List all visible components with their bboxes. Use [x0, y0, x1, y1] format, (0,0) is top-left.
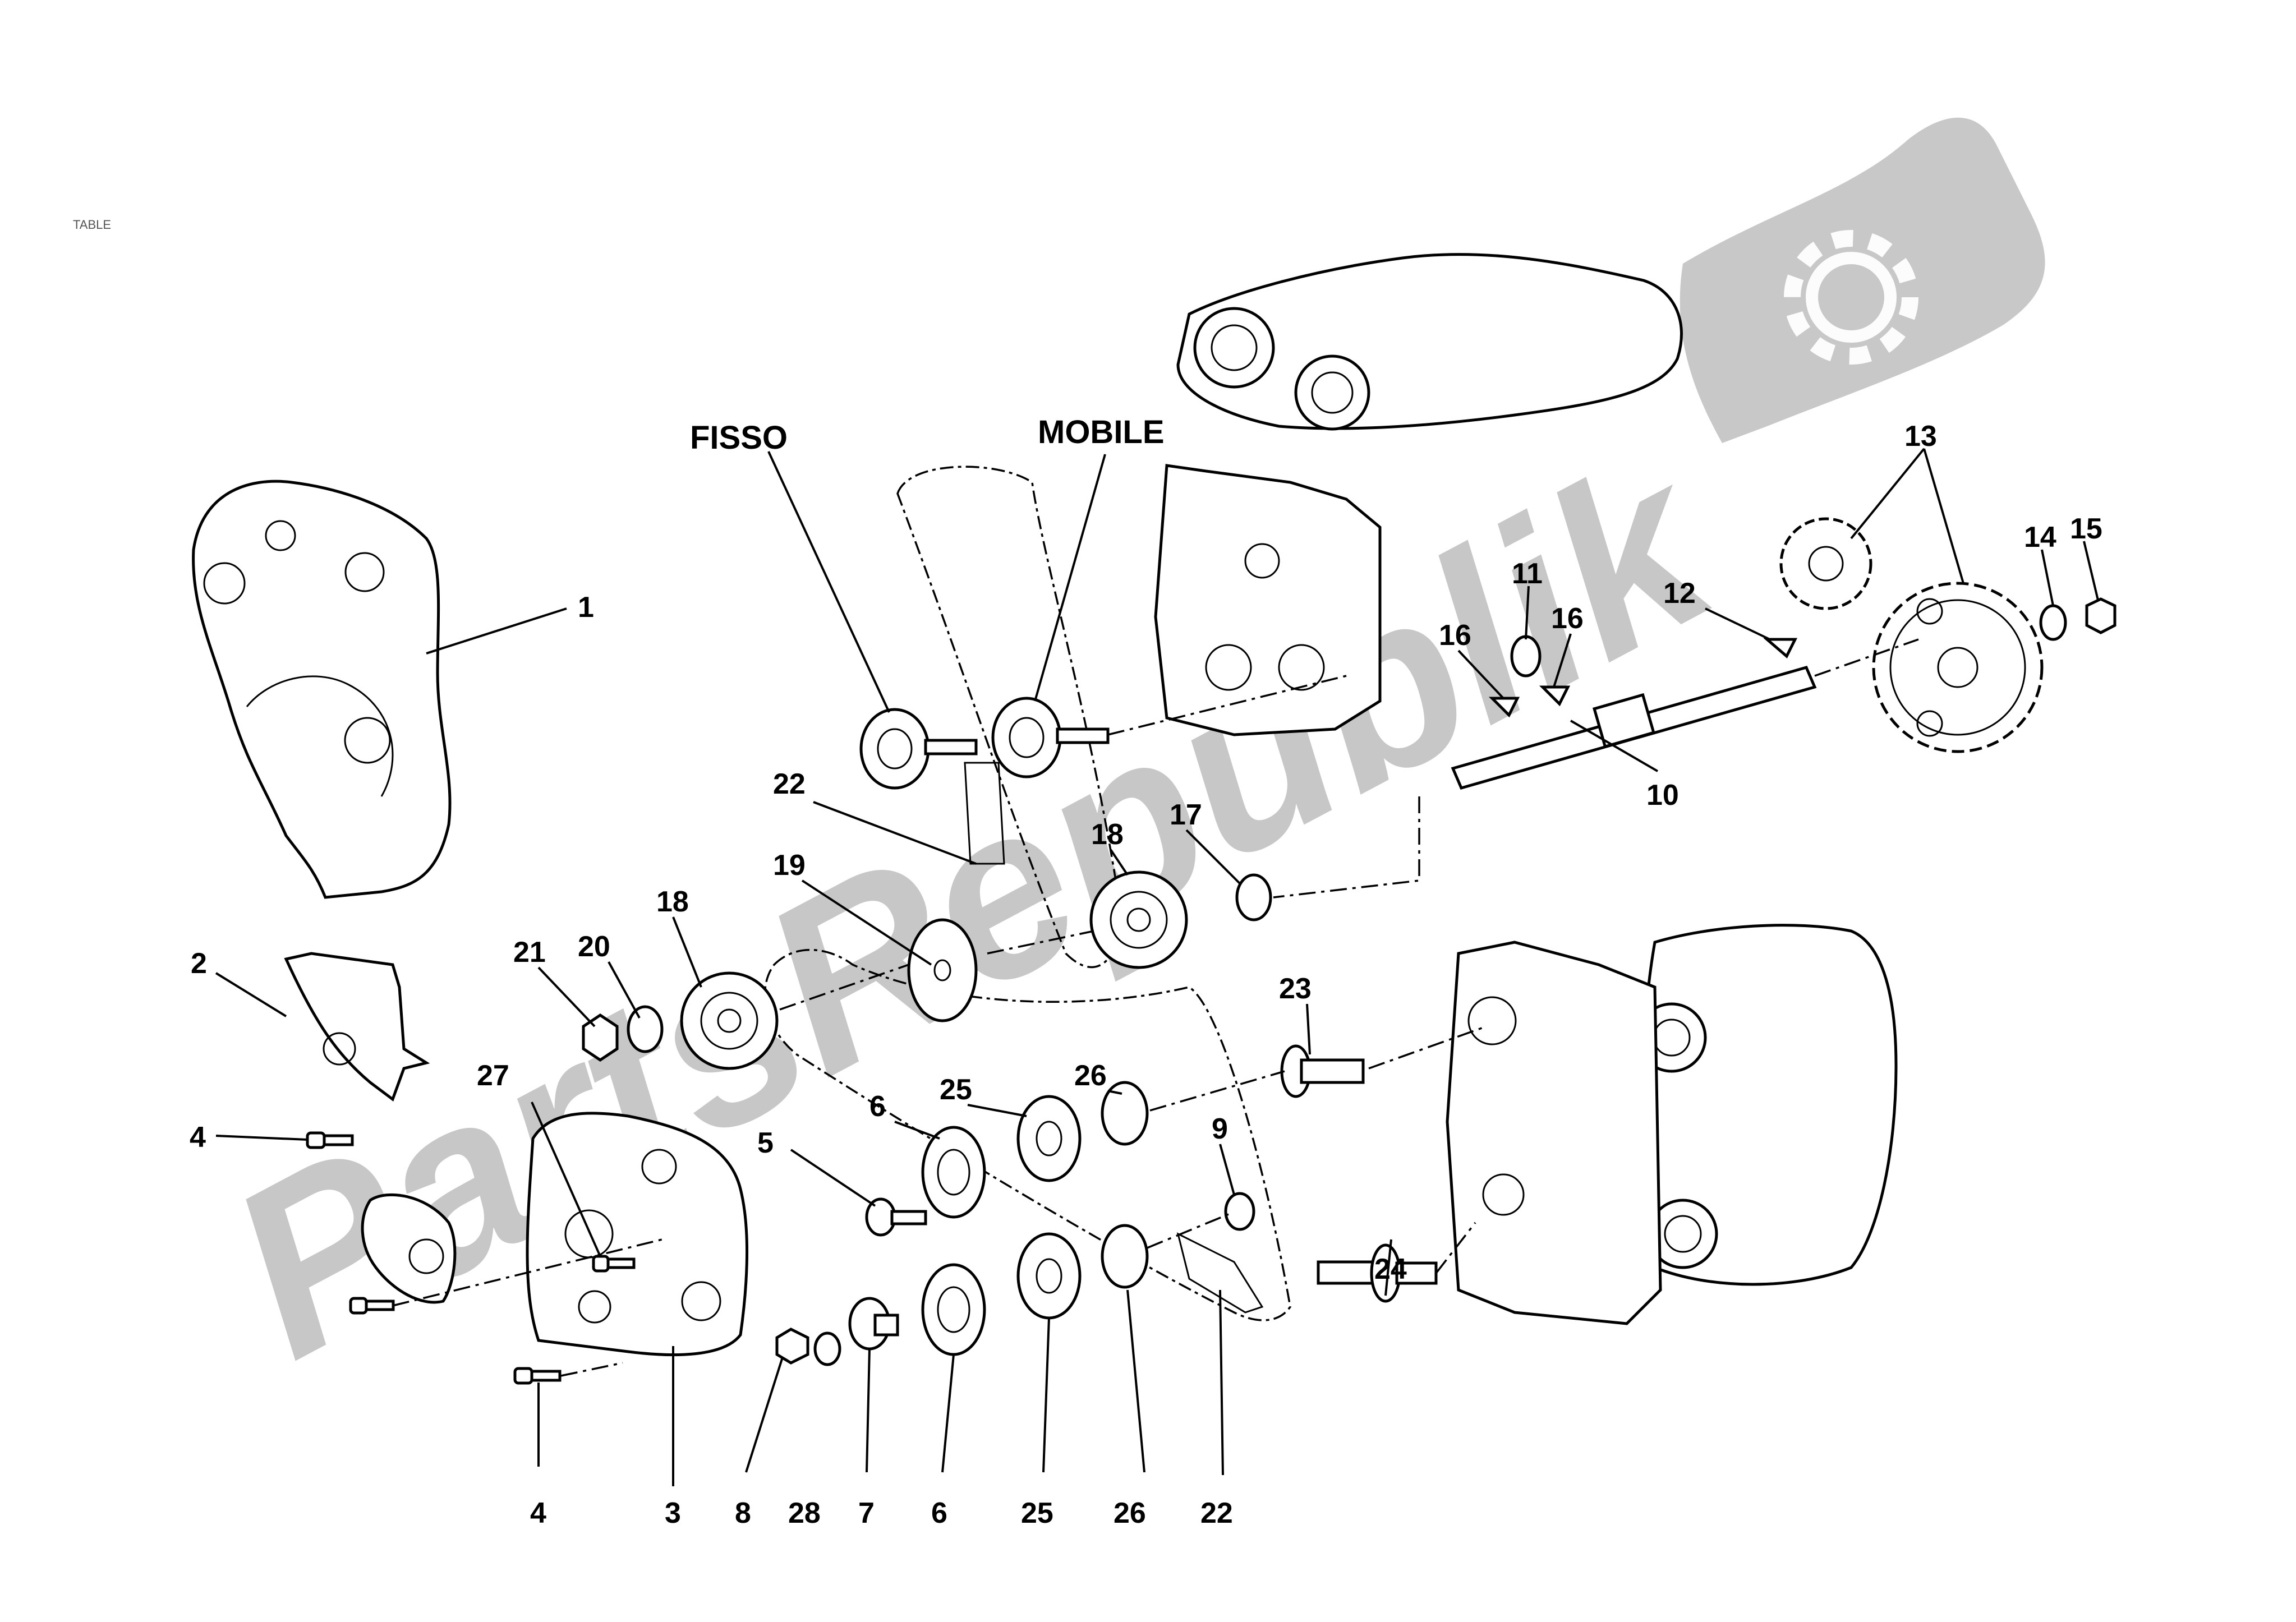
watermark-flag-logo	[1680, 117, 2045, 443]
lower-cam-support	[1446, 941, 1662, 1325]
callout-18-upper: 18	[1091, 818, 1124, 851]
callout-15: 15	[2070, 513, 2102, 545]
bearing-25-lower	[1016, 1232, 1082, 1320]
cover-gasket	[361, 1193, 457, 1304]
callout-25-upper: 25	[940, 1073, 972, 1106]
nut-21	[582, 1013, 619, 1062]
axis-line-rollers	[1107, 675, 1347, 736]
callout-23: 23	[1279, 973, 1312, 1005]
callout-26-upper: 26	[1074, 1059, 1107, 1092]
callout-27: 27	[477, 1059, 509, 1092]
callout-2: 2	[191, 947, 207, 980]
callout-5: 5	[757, 1127, 774, 1159]
callout-12: 12	[1663, 577, 1696, 610]
axis-line-cover	[392, 1238, 662, 1377]
leader-lines	[215, 448, 2099, 1486]
circlip-26-lower	[1101, 1224, 1149, 1289]
bolt-5	[865, 1197, 927, 1237]
screw-gasket	[349, 1297, 395, 1315]
roller-6-upper	[921, 1126, 986, 1219]
label-fisso: FISSO	[690, 420, 788, 456]
roller-6-lower	[921, 1263, 986, 1356]
callout-26-lower: 26	[1114, 1497, 1146, 1529]
washer-14	[2039, 604, 2067, 641]
callout-28: 28	[788, 1497, 821, 1529]
bearing-25-upper	[1016, 1095, 1082, 1182]
callout-25-lower: 25	[1021, 1497, 1053, 1529]
stud-23	[1280, 1044, 1365, 1098]
spacer-9	[1224, 1192, 1255, 1231]
callout-4-lower: 4	[530, 1497, 546, 1529]
callout-22-upper: 22	[773, 768, 806, 800]
callout-16-left: 16	[1439, 619, 1471, 652]
callout-13: 13	[1904, 420, 1937, 453]
mobile-tensioner-roller	[991, 697, 1110, 778]
callout-9: 9	[1212, 1113, 1228, 1145]
upper-timing-belt	[896, 466, 1123, 969]
key-12	[1763, 638, 1798, 658]
screw-upper	[306, 1131, 354, 1149]
callout-21: 21	[513, 936, 546, 969]
camshaft-pulley-lower	[680, 971, 779, 1070]
corner-note: TABLE	[73, 218, 111, 232]
axis-line-stud-24	[1435, 1222, 1476, 1274]
callout-3: 3	[665, 1497, 681, 1529]
layshaft-10	[1451, 665, 1817, 790]
belt-teeth-upper	[964, 762, 1005, 865]
washer-20	[627, 1005, 664, 1053]
callout-6-lower: 6	[931, 1497, 947, 1529]
axis-line-gear	[1814, 638, 1919, 677]
callout-22-lower: 22	[1200, 1497, 1233, 1529]
callout-8: 8	[735, 1497, 751, 1529]
screw-27	[592, 1255, 636, 1273]
camshaft-pulley-upper	[1089, 870, 1188, 969]
outer-belt-cover	[192, 480, 452, 899]
callout-17: 17	[1170, 799, 1202, 831]
callout-4-upper: 4	[190, 1121, 206, 1154]
eccentric-7	[848, 1297, 899, 1351]
washer-28	[813, 1331, 841, 1366]
callout-24: 24	[1374, 1253, 1407, 1285]
spacer-17	[1235, 873, 1272, 921]
axis-line-pulleys	[779, 930, 1094, 1011]
axis-line-stud-23	[1368, 1025, 1487, 1070]
callout-20: 20	[578, 930, 610, 963]
callout-14: 14	[2024, 521, 2056, 554]
callout-6-upper: 6	[869, 1090, 886, 1123]
lower-belt-cover	[526, 1112, 749, 1357]
callout-1: 1	[578, 591, 594, 624]
callout-18-lower: 18	[656, 886, 689, 918]
callout-7: 7	[858, 1497, 875, 1529]
axis-line-rollers-lower	[1147, 1070, 1285, 1249]
screw-lower	[513, 1367, 562, 1385]
fixed-tensioner-roller	[859, 708, 978, 790]
callout-16-right: 16	[1551, 602, 1584, 635]
callout-19: 19	[773, 849, 806, 882]
callout-labels: 1 2 3 4 4 5 6 6 7 8 9 10 11 12 13 14 15 …	[190, 414, 2102, 1529]
callout-11: 11	[1512, 557, 1543, 590]
stud-24	[1317, 1243, 1438, 1303]
gear-icon	[1784, 230, 1918, 365]
axis-line-shaft	[1273, 796, 1420, 898]
nut-8	[775, 1328, 809, 1365]
pulley-washer-19	[907, 918, 978, 1022]
gear-13-large	[1872, 582, 2044, 753]
belt-teeth-lower	[1176, 1232, 1264, 1314]
nut-15	[2085, 597, 2116, 634]
circlip-26-upper	[1101, 1081, 1149, 1146]
label-mobile: MOBILE	[1038, 414, 1165, 450]
key-16a	[1488, 697, 1520, 718]
upper-small-cover	[284, 952, 430, 1102]
callout-10: 10	[1646, 779, 1679, 812]
key-16b	[1539, 685, 1571, 707]
gear-13-small	[1779, 517, 1872, 610]
circlip-11	[1510, 635, 1542, 678]
